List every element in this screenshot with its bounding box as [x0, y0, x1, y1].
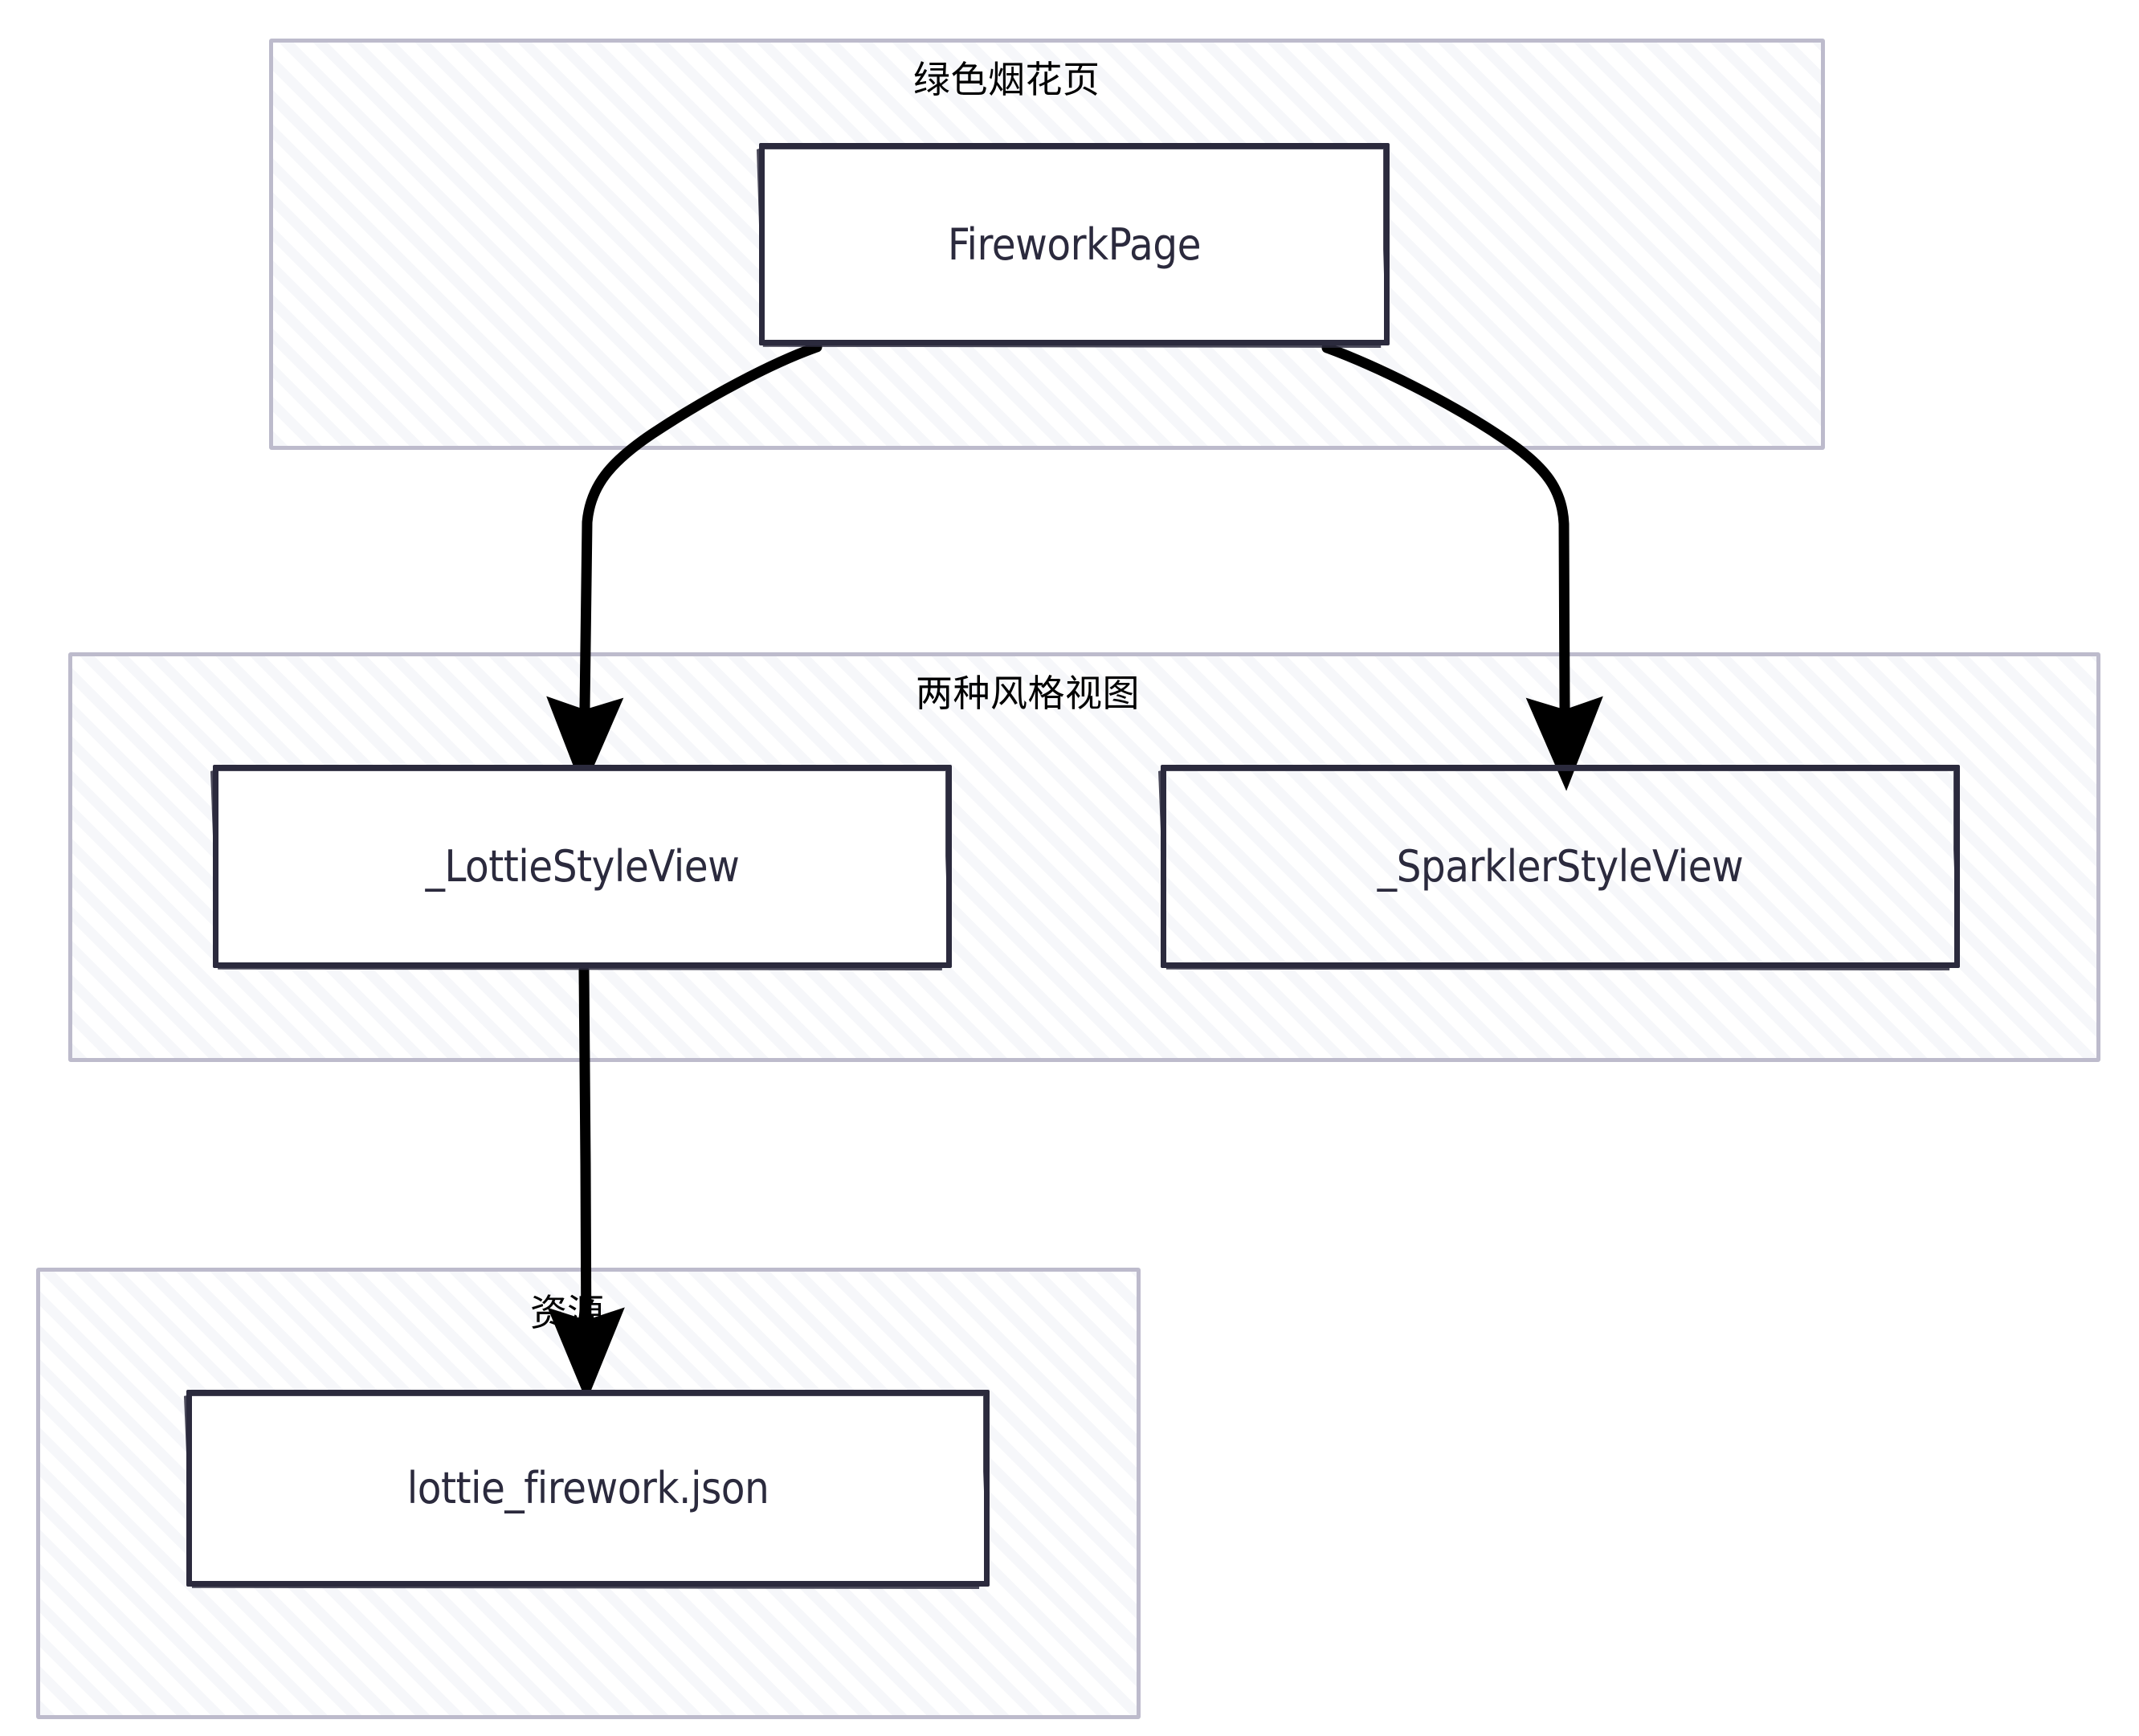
node-sparkler-style-view[interactable]: _SparklerStyleView — [1161, 765, 1960, 968]
group-label-green-firework-page: 绿色烟花页 — [913, 58, 1100, 101]
node-label-lottie-firework-json: lottie_firework.json — [406, 1463, 769, 1513]
group-label-two-style-views: 两种风格视图 — [916, 672, 1140, 715]
node-label-sparkler-style-view: _SparklerStyleView — [1377, 841, 1744, 892]
node-label-firework-page: FireworkPage — [947, 219, 1202, 270]
node-lottie-style-view[interactable]: _LottieStyleView — [213, 765, 952, 968]
edge-label-resource: 资源 — [530, 1291, 604, 1334]
node-firework-page[interactable]: FireworkPage — [759, 143, 1390, 345]
node-label-lottie-style-view: _LottieStyleView — [425, 841, 740, 892]
node-lottie-firework-json[interactable]: lottie_firework.json — [186, 1390, 990, 1587]
